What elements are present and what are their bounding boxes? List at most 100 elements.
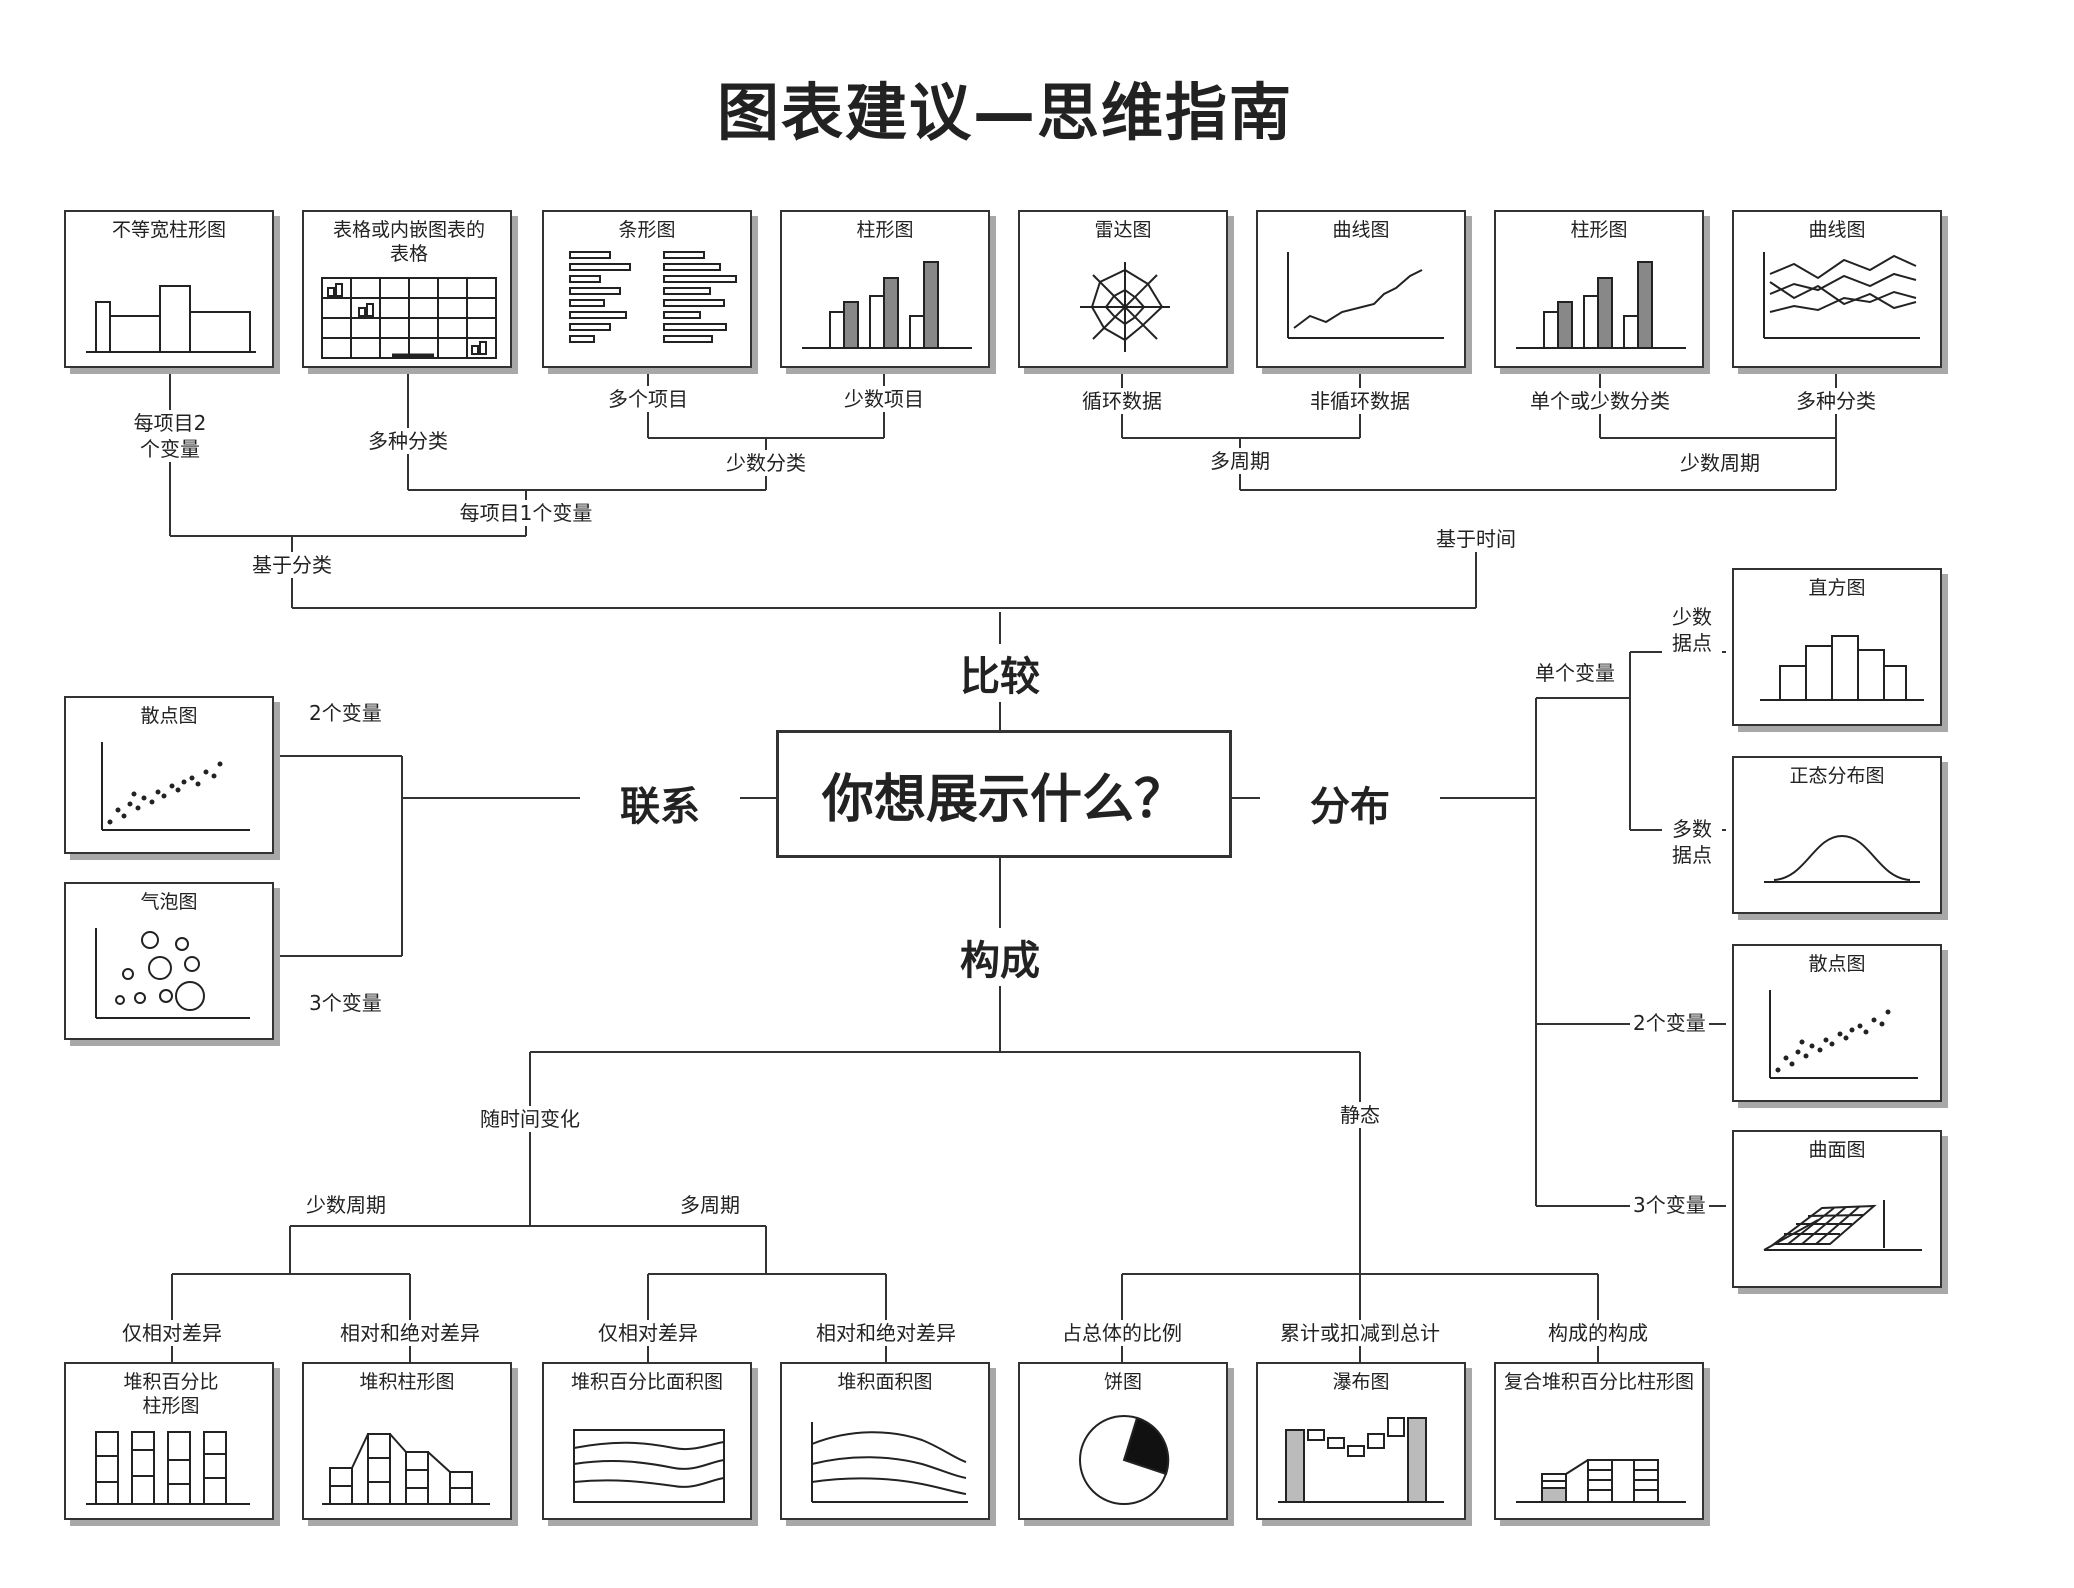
column-chart-icon (1516, 261, 1686, 349)
label-relative-absolute-diff: 相对和绝对差异 (337, 1320, 483, 1346)
label-dist-two-vars: 2个变量 (1630, 1010, 1709, 1036)
chart-card-radar: 雷达图 (1018, 210, 1228, 368)
label-comp-many-periods: 多周期 (677, 1192, 743, 1218)
label-dist-three-vars: 3个变量 (1630, 1192, 1709, 1218)
label-many-items: 多个项目 (605, 386, 691, 412)
label-many-data-points: 多数据点 (1662, 816, 1722, 868)
stacked-area-chart-icon (811, 1422, 968, 1503)
page-title: 图表建议—思维指南 (716, 76, 1293, 149)
label-many-periods: 多周期 (1207, 448, 1273, 474)
card-title: 正态分布图 (1789, 765, 1885, 787)
waterfall-chart-icon (1278, 1417, 1444, 1503)
chart-card-waterfall: 瀑布图 (1256, 1362, 1466, 1520)
chart-card-variable-width-column: 不等宽柱形图 (64, 210, 274, 368)
surface-chart-icon (1763, 1200, 1922, 1251)
stacked-percent-area-chart-icon (573, 1429, 725, 1503)
chart-card-line: 曲线图 (1256, 210, 1466, 368)
embedded-chart-table-icon (321, 277, 497, 359)
scatter-chart-icon (101, 742, 250, 831)
column-chart-icon (802, 261, 972, 349)
label-few-categories: 少数分类 (723, 450, 809, 476)
central-question: 你想展示什么？ (776, 730, 1232, 858)
chart-card-bar: 条形图 (542, 210, 752, 368)
radar-chart-icon (1080, 262, 1170, 352)
chart-card-embedded-table: 表格或内嵌图表的表格 (302, 210, 512, 368)
multi-line-chart-icon (1763, 252, 1920, 339)
chart-card-scatter-dist: 散点图 (1732, 944, 1942, 1102)
chart-card-stacked-percent-column: 堆积百分比柱形图 (64, 1362, 274, 1520)
chart-card-column: 柱形图 (780, 210, 990, 368)
normal-curve-chart-icon (1764, 834, 1920, 883)
label-relative-absolute-diff-2: 相对和绝对差异 (813, 1320, 959, 1346)
label-single-or-few-categories: 单个或少数分类 (1527, 388, 1673, 414)
card-title: 散点图 (140, 705, 198, 727)
chart-card-scatter: 散点图 (64, 696, 274, 854)
variable-width-column-chart-icon (86, 285, 256, 353)
card-title: 不等宽柱形图 (111, 219, 226, 241)
card-title: 复合堆积百分比柱形图 (1503, 1371, 1694, 1393)
chart-card-pie: 饼图 (1018, 1362, 1228, 1520)
label-relation-two-vars: 2个变量 (306, 700, 385, 726)
card-title: 堆积百分比柱形图 (123, 1371, 219, 1417)
label-two-vars-per-item: 每项目2个变量 (127, 410, 213, 462)
chart-card-normal-distribution: 正态分布图 (1732, 756, 1942, 914)
card-title: 曲线图 (1332, 219, 1390, 241)
line-chart-icon (1287, 252, 1444, 339)
label-by-time: 基于时间 (1433, 526, 1519, 552)
label-relative-diff: 仅相对差异 (119, 1320, 225, 1346)
branch-distribution: 分布 (1302, 774, 1398, 832)
card-title: 柱形图 (856, 219, 914, 241)
chart-card-bubble: 气泡图 (64, 882, 274, 1040)
compound-stacked-percent-chart-icon (1516, 1459, 1686, 1503)
label-change-over-time: 随时间变化 (477, 1106, 583, 1132)
bar-chart-icon (569, 251, 737, 343)
label-comp-few-periods: 少数周期 (303, 1192, 389, 1218)
card-title: 条形图 (618, 219, 676, 241)
label-cyclic-data: 循环数据 (1079, 388, 1165, 414)
chart-card-compound-stacked-percent: 复合堆积百分比柱形图 (1494, 1362, 1704, 1520)
label-static: 静态 (1337, 1102, 1383, 1128)
label-share-of-total: 占总体的比例 (1059, 1320, 1185, 1346)
card-title: 直方图 (1808, 577, 1866, 599)
branch-composition: 构成 (952, 928, 1048, 986)
card-title: 堆积面积图 (837, 1371, 933, 1393)
branch-compare: 比较 (952, 644, 1048, 702)
chart-card-surface: 曲面图 (1732, 1130, 1942, 1288)
label-multiple-categories: 多种分类 (1793, 388, 1879, 414)
label-few-data-points: 少数据点 (1662, 604, 1722, 656)
card-title: 表格或内嵌图表的表格 (332, 219, 485, 265)
label-few-periods: 少数周期 (1677, 450, 1763, 476)
label-one-var-per-item: 每项目1个变量 (456, 500, 596, 526)
card-title: 堆积柱形图 (359, 1371, 455, 1393)
branch-relation: 联系 (612, 774, 708, 832)
chart-card-multi-line: 曲线图 (1732, 210, 1942, 368)
card-title: 曲线图 (1808, 219, 1866, 241)
card-title: 饼图 (1103, 1371, 1142, 1393)
label-relation-three-vars: 3个变量 (306, 990, 385, 1016)
label-noncyclic-data: 非循环数据 (1307, 388, 1413, 414)
card-title: 柱形图 (1570, 219, 1628, 241)
card-title: 雷达图 (1094, 219, 1152, 241)
pie-chart-icon (1079, 1415, 1170, 1505)
card-title: 瀑布图 (1332, 1371, 1390, 1393)
histogram-chart-icon (1760, 635, 1924, 701)
stacked-percent-column-chart-icon (86, 1431, 250, 1505)
stacked-column-chart-icon (322, 1433, 490, 1505)
bubble-chart-icon (95, 928, 250, 1019)
card-title: 气泡图 (140, 891, 198, 913)
chart-card-stacked-area: 堆积面积图 (780, 1362, 990, 1520)
chart-card-histogram: 直方图 (1732, 568, 1942, 726)
scatter-chart-icon (1769, 990, 1918, 1079)
chart-card-column-few: 柱形图 (1494, 210, 1704, 368)
label-relative-diff-2: 仅相对差异 (595, 1320, 701, 1346)
card-title: 散点图 (1808, 953, 1866, 975)
label-accumulate-to-total: 累计或扣减到总计 (1277, 1320, 1443, 1346)
label-many-categories: 多种分类 (365, 428, 451, 454)
chart-card-stacked-percent-area: 堆积百分比面积图 (542, 1362, 752, 1520)
chart-card-stacked-column: 堆积柱形图 (302, 1362, 512, 1520)
label-few-items: 少数项目 (841, 386, 927, 412)
label-components-of-components: 构成的构成 (1545, 1320, 1651, 1346)
label-by-category: 基于分类 (249, 552, 335, 578)
card-title: 曲面图 (1808, 1139, 1866, 1161)
label-single-variable: 单个变量 (1532, 660, 1618, 686)
